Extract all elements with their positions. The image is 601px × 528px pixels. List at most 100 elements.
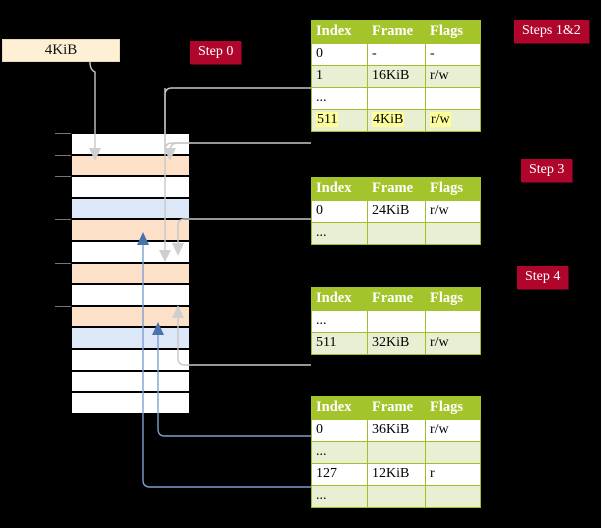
table-cell: 0: [311, 419, 368, 442]
table-cell: [425, 222, 481, 245]
memory-tick-mark: [55, 219, 71, 221]
table-cell: 12KiB: [367, 463, 426, 486]
memory-tick-mark: [55, 176, 71, 178]
table-cell: 0: [311, 43, 368, 66]
memory-row: [71, 176, 190, 198]
highlighted-value: r/w: [430, 112, 451, 127]
table-cell: r/w: [425, 65, 481, 88]
memory-row: [71, 133, 190, 155]
table-cell: 127: [311, 463, 368, 486]
table-cell: [425, 310, 481, 333]
badge-step-0-label: Step 0: [198, 44, 234, 59]
badge-step-4: Step 4: [517, 266, 569, 289]
memory-row: [71, 262, 190, 285]
memory-row: [71, 349, 190, 371]
badge-steps-1-2: Steps 1&2: [514, 20, 589, 43]
column-header: Frame: [367, 20, 426, 44]
memory-tick-mark: [55, 154, 71, 156]
table-cell: [367, 310, 426, 333]
memory-row: [71, 284, 190, 306]
highlighted-value: 511: [316, 112, 339, 127]
badge-step-3-label: Step 3: [529, 162, 565, 177]
column-header: Frame: [367, 287, 426, 311]
table-cell: r/w: [425, 200, 481, 223]
table-row: ...: [311, 222, 481, 245]
memory-row: [71, 370, 190, 393]
column-header: Frame: [367, 177, 426, 201]
table-row: ...: [311, 485, 481, 508]
table-cell: r: [425, 463, 481, 486]
table-cell: 32KiB: [367, 332, 426, 355]
table-cell: [367, 222, 426, 245]
table-cell: [425, 87, 481, 110]
source-frame-block: 4KiB: [2, 39, 120, 62]
table-cell: -: [367, 43, 426, 66]
memory-row: [71, 219, 190, 241]
table-row: 0--: [311, 43, 481, 66]
badge-step-3: Step 3: [521, 159, 573, 182]
column-header: Flags: [425, 287, 481, 311]
column-header: Flags: [425, 20, 481, 44]
badge-step-0: Step 0: [190, 41, 242, 64]
table-cell: [367, 87, 426, 110]
column-header: Flags: [425, 177, 481, 201]
memory-row: [71, 154, 190, 177]
highlighted-value: 4KiB: [372, 112, 405, 127]
link-t3r511-to-mem: [177, 318, 311, 366]
table-row: ...: [311, 87, 481, 110]
table-cell: ...: [311, 485, 368, 508]
table-cell: -: [425, 43, 481, 66]
table-cell: 511: [311, 109, 368, 132]
table-cell: 4KiB: [367, 109, 426, 132]
table-cell: ...: [311, 441, 368, 464]
table-cell: 16KiB: [367, 65, 426, 88]
badge-step-4-label: Step 4: [525, 269, 561, 284]
column-header: Frame: [367, 396, 426, 420]
table-cell: r/w: [425, 419, 481, 442]
column-header: Index: [311, 396, 368, 420]
memory-row: [71, 197, 190, 220]
memory-row: [71, 241, 190, 263]
memory-row: [71, 392, 190, 414]
table-cell: 24KiB: [367, 200, 426, 223]
memory-row: [71, 327, 190, 349]
memory-row: [71, 305, 190, 328]
column-header: Index: [311, 287, 368, 311]
badge-steps-1-2-label: Steps 1&2: [522, 23, 581, 38]
table-cell: 0: [311, 200, 368, 223]
column-header: Index: [311, 177, 368, 201]
table-cell: r/w: [425, 109, 481, 132]
physical-memory-column: [71, 133, 190, 414]
table-cell: 511: [311, 332, 368, 355]
table-row: 511 4KiB r/w: [311, 109, 481, 132]
table-cell: 36KiB: [367, 419, 426, 442]
table-cell: ...: [311, 310, 368, 333]
column-header: Flags: [425, 396, 481, 420]
table-cell: [425, 441, 481, 464]
table-cell: [367, 441, 426, 464]
column-header: Index: [311, 20, 368, 44]
memory-tick-mark: [55, 262, 71, 264]
table-cell: 1: [311, 65, 368, 88]
table-cell: ...: [311, 222, 368, 245]
table-row: ...: [311, 310, 481, 333]
memory-tick-mark: [55, 133, 71, 134]
table-row: ...: [311, 441, 481, 464]
source-frame-label: 4KiB: [44, 42, 78, 58]
table-cell: r/w: [425, 332, 481, 355]
memory-tick-mark: [55, 305, 71, 307]
